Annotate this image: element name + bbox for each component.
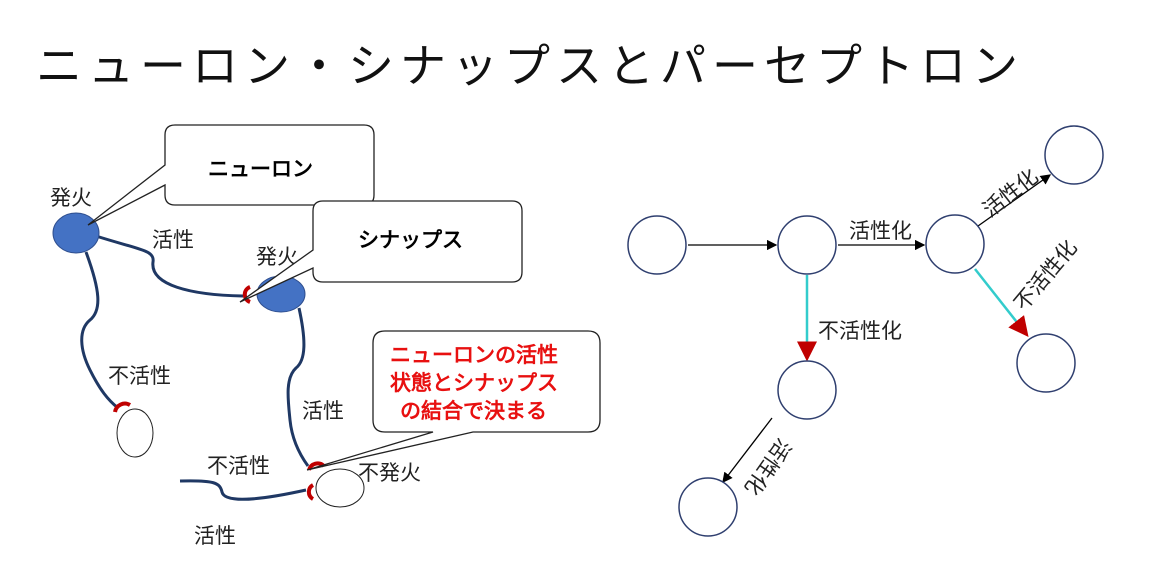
neuron-callout: ニューロン bbox=[87, 124, 375, 226]
fire-label: 発火 bbox=[50, 186, 92, 210]
active-label: 活性 bbox=[152, 228, 194, 252]
axon bbox=[80, 251, 119, 410]
synapse bbox=[113, 401, 132, 413]
axon bbox=[95, 234, 244, 298]
neuron-diagram: 発火 発火 活性 不活性 活性 不活性 不発火 活性 ニューロン シナップス ニ… bbox=[50, 124, 601, 548]
active-label: 活性 bbox=[194, 524, 236, 548]
edge-arrow bbox=[977, 174, 1052, 227]
synapse bbox=[306, 483, 315, 501]
perceptron-node bbox=[678, 477, 738, 537]
perceptron-node bbox=[1044, 125, 1104, 185]
note-callout: ニューロンの活性 状態とシナップス の結合で決まる bbox=[306, 330, 601, 471]
edge-label: 活性化 bbox=[978, 164, 1042, 222]
perceptron-node bbox=[627, 215, 687, 275]
note-line: 状態とシナップス bbox=[390, 371, 558, 395]
note-line: ニューロンの活性 bbox=[390, 343, 558, 367]
axon bbox=[179, 479, 307, 501]
synapse bbox=[242, 285, 251, 304]
synapse-callout: シナップス bbox=[239, 200, 523, 303]
perceptron-node bbox=[925, 214, 985, 274]
slide-title: ニューロン・シナップスとパーセプトロン bbox=[36, 39, 1024, 93]
svg-text:ニューロン: ニューロン bbox=[208, 157, 313, 181]
edge-label: 不活性化 bbox=[818, 319, 902, 343]
perceptron-node bbox=[777, 360, 837, 420]
inactive-label: 不活性 bbox=[207, 454, 270, 478]
edge-arrow bbox=[722, 417, 773, 484]
edge-label: 活性化 bbox=[740, 434, 796, 499]
non-fired-neuron bbox=[315, 468, 365, 508]
active-label: 活性 bbox=[302, 399, 344, 423]
perceptron-node bbox=[777, 215, 837, 275]
fired-neuron bbox=[52, 212, 100, 254]
svg-text:シナップス: シナップス bbox=[358, 228, 463, 252]
inhibit-edge-arrow bbox=[974, 268, 1029, 337]
perceptron-diagram: 活性化 活性化 不活性化 不活性化 活性化 bbox=[627, 125, 1104, 537]
note-line: の結合で決まる bbox=[400, 399, 547, 423]
edge-label: 不活性化 bbox=[1009, 235, 1081, 315]
edge-label: 活性化 bbox=[849, 219, 912, 243]
axon bbox=[286, 307, 310, 467]
inactive-neuron bbox=[116, 408, 154, 458]
no-fire-label: 不発火 bbox=[358, 461, 421, 485]
inactive-label: 不活性 bbox=[108, 364, 171, 388]
perceptron-node bbox=[1016, 333, 1076, 393]
